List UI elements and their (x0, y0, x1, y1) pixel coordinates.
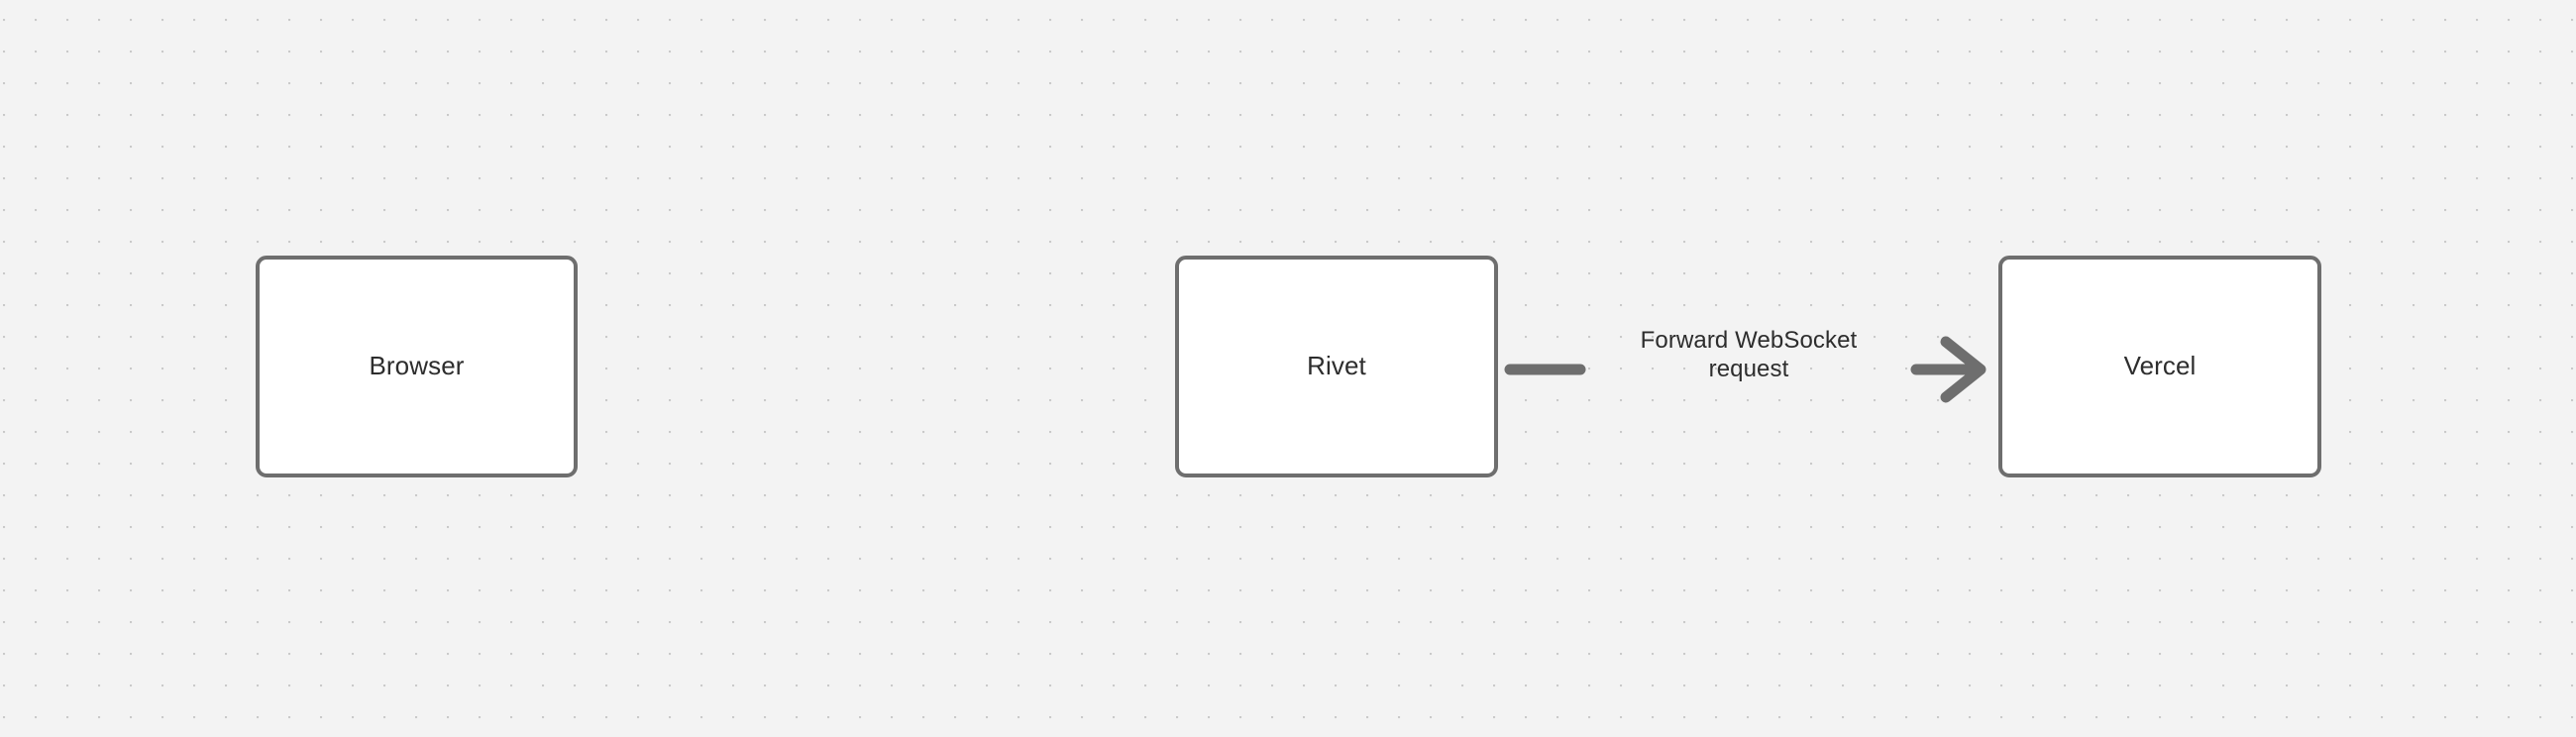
node-label-vercel: Vercel (2123, 351, 2197, 381)
edge-label-line-2: request (1708, 356, 1789, 382)
diagram-node-browser[interactable]: Browser (256, 256, 578, 477)
edge-rivet-to-vercel-arrowhead-icon (1940, 336, 1986, 403)
diagram-node-vercel[interactable]: Vercel (1998, 256, 2321, 477)
node-label-browser: Browser (369, 351, 465, 381)
edge-label-rivet-to-vercel: Forward WebSocket request (1587, 326, 1910, 383)
node-label-rivet: Rivet (1307, 351, 1366, 381)
edge-label-line-1: Forward WebSocket (1640, 327, 1858, 354)
diagram-node-rivet[interactable]: Rivet (1175, 256, 1498, 477)
